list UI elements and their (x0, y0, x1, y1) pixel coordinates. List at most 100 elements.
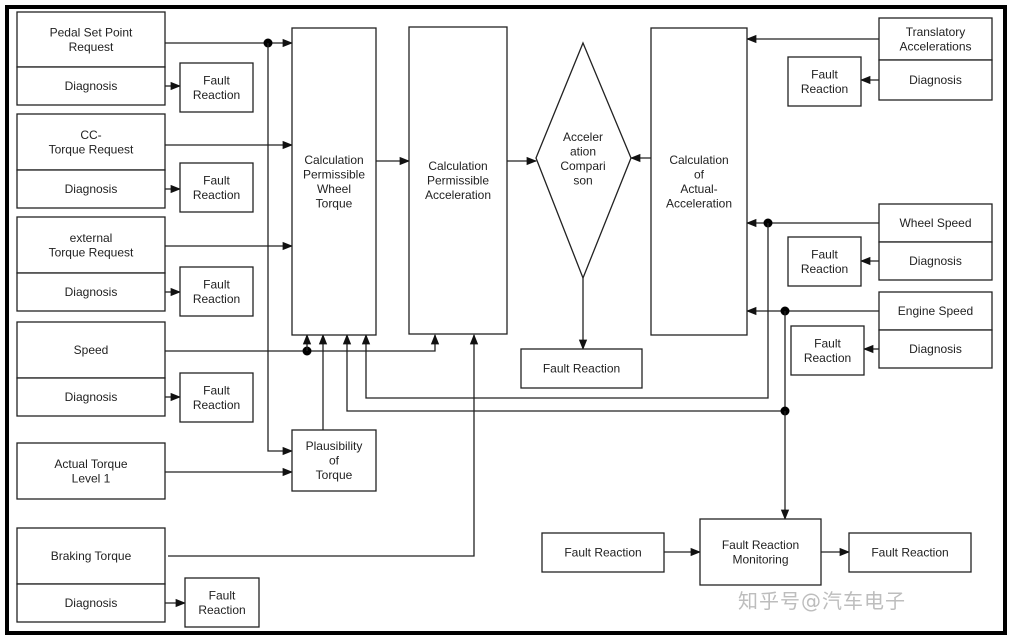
input-left-0-signal-label: Pedal Set Point (50, 25, 133, 39)
monitoring-output-fault-reaction-rect (848, 532, 972, 573)
input-left-2-diagnosis-rect (16, 272, 166, 312)
acceleration-comparison-label: Acceler (563, 130, 603, 144)
input-right-2-fault-reaction-label: Reaction (804, 351, 851, 365)
input-right-1-fault-reaction-rect (787, 236, 862, 287)
input-right-0-fault-reaction-label: Fault (811, 67, 838, 81)
input-left-3-signal-label: Speed (74, 343, 109, 357)
input-right-1-signal: Wheel Speed (878, 203, 993, 243)
input-left-1-diagnosis-rect (16, 169, 166, 209)
input-left-0-fault-reaction-rect (179, 62, 254, 113)
acceleration-comparison-diamond (535, 41, 632, 280)
input-left-0-diagnosis: Diagnosis (16, 66, 166, 106)
monitoring-input-fault-reaction-label: Fault Reaction (564, 546, 641, 560)
wheel-speed-to-wheel-torque (361, 223, 769, 399)
input-right-0-signal-rect (878, 17, 993, 61)
input-left-2-fault-reaction-label: Fault (203, 277, 230, 291)
input-right-2-fault-reaction-label: Fault (814, 336, 841, 350)
input-left-1-signal-label: Torque Request (49, 142, 134, 156)
calc-permissible-wheel-torque-label: Wheel (317, 182, 351, 196)
input-left-5-diagnosis-rect (16, 583, 166, 623)
calc-permissible-acceleration-label: Acceleration (425, 188, 491, 202)
input-left-2-diagnosis-label: Diagnosis (65, 285, 118, 299)
input-left-4-signal-label: Actual Torque (54, 457, 127, 471)
calc-actual-acceleration-label: of (694, 167, 705, 181)
plausibility-of-torque-rect (291, 429, 377, 492)
input-left-0-diagnosis-label: Diagnosis (65, 79, 118, 93)
input-left-3-diagnosis-label: Diagnosis (65, 390, 118, 404)
connection-wires (165, 34, 879, 608)
calc-permissible-wheel-torque-label: Calculation (304, 153, 363, 167)
input-left-1-fault-reaction-label: Fault (203, 173, 230, 187)
input-left-3-diagnosis: Diagnosis (16, 377, 166, 417)
input-left-1-signal-label: CC- (80, 128, 101, 142)
calc-permissible-acceleration-rect (408, 26, 508, 335)
input-left-3-fault-reaction-label: Fault (203, 383, 230, 397)
input-right-2-diagnosis-label: Diagnosis (909, 342, 962, 356)
calc-permissible-wheel-torque-label: Permissible (303, 167, 365, 181)
input-left-4-signal-label: Level 1 (72, 471, 111, 485)
calc-actual-acceleration-label: Calculation (669, 153, 728, 167)
monitoring-input-fault-reaction: Fault Reaction (541, 532, 665, 573)
input-right-0-signal-label: Accelerations (899, 39, 971, 53)
watermark: 知乎号@汽车电子 (738, 589, 906, 613)
input-left-5-signal: Braking Torque (16, 527, 166, 585)
pedal-to-plausibility (267, 43, 294, 456)
input-right-1-fault-reaction-label: Reaction (801, 262, 848, 276)
input-left-5-fault-reaction-label: Fault (209, 588, 236, 602)
input-left-1-diagnosis: Diagnosis (16, 169, 166, 209)
input-left-1-diagnosis-label: Diagnosis (65, 182, 118, 196)
input-left-5-fault-reaction-label: Reaction (198, 603, 245, 617)
acceleration-comparison-label: Compari (560, 159, 605, 173)
acceleration-comparison-label: son (573, 174, 592, 188)
input-left-2-signal-label: external (70, 231, 113, 245)
fault-reaction-monitoring-label: Fault Reaction (722, 538, 799, 552)
input-left-3-diagnosis-rect (16, 377, 166, 417)
comparison-fault-reaction: Fault Reaction (520, 348, 643, 389)
fault-reaction-monitoring-rect (699, 518, 822, 586)
monitoring-input-fault-reaction-rect (541, 532, 665, 573)
input-left-1-signal-rect (16, 113, 166, 171)
input-right-0-diagnosis-rect (878, 59, 993, 101)
input-left-5-signal-rect (16, 527, 166, 585)
input-right-2-diagnosis: Diagnosis (878, 329, 993, 369)
input-left-3-signal-rect (16, 321, 166, 379)
calc-permissible-acceleration-label: Calculation (428, 159, 487, 173)
monitoring-output-fault-reaction-label: Fault Reaction (871, 546, 948, 560)
speed-to-perm-accel (165, 333, 440, 352)
input-left-1-fault-reaction-rect (179, 162, 254, 213)
braking-torque-to-perm-accel (168, 333, 479, 557)
input-left-5-diagnosis-label: Diagnosis (65, 596, 118, 610)
input-right-1-diagnosis-label: Diagnosis (909, 254, 962, 268)
comparison-fault-reaction-label: Fault Reaction (543, 362, 620, 376)
input-right-0-diagnosis-label: Diagnosis (909, 73, 962, 87)
input-left-0-signal-label: Request (69, 40, 114, 54)
input-left-5-fault-reaction-rect (184, 577, 260, 628)
input-left-3-signal: Speed (16, 321, 166, 379)
input-left-3-fault-reaction-rect (179, 372, 254, 423)
calc-actual-acceleration-label: Acceleration (666, 196, 732, 210)
comparison-fault-reaction-rect (520, 348, 643, 389)
input-right-0-signal-label: Translatory (906, 25, 966, 39)
input-right-0-fault-reaction-label: Reaction (801, 82, 848, 96)
input-left-3-fault-reaction-label: Reaction (193, 398, 240, 412)
input-left-0-diagnosis-rect (16, 66, 166, 106)
input-left-2-signal-rect (16, 216, 166, 274)
input-right-1-diagnosis-rect (878, 241, 993, 281)
input-left-4-signal-rect (16, 442, 166, 500)
calc-permissible-wheel-torque-label: Torque (316, 196, 353, 210)
engine-speed-to-wheel-torque (342, 311, 786, 412)
